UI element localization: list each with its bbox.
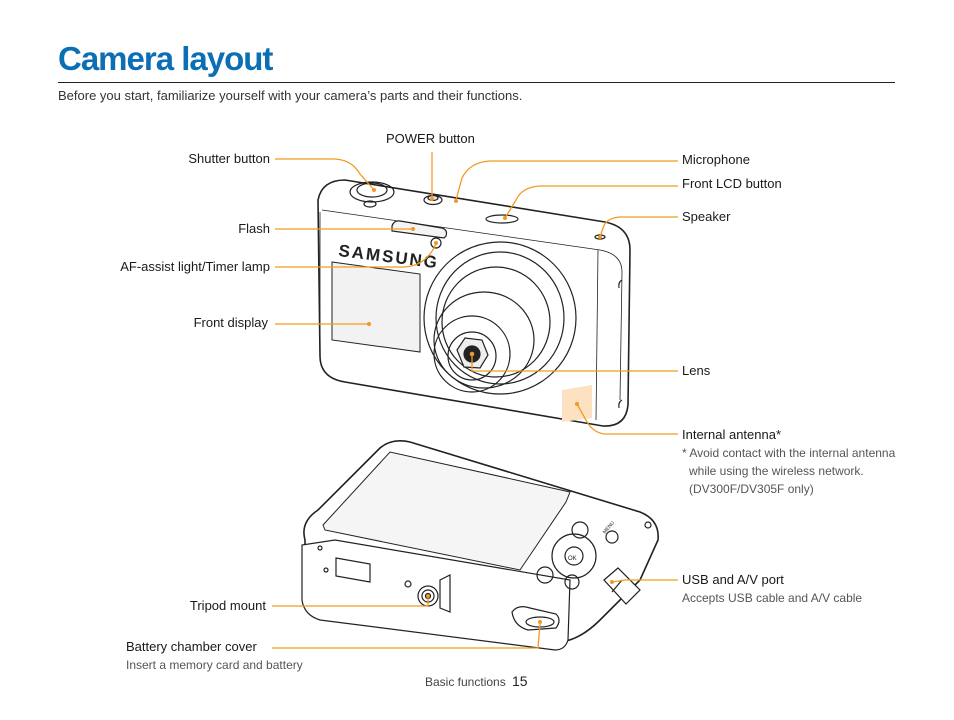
label-af-assist: AF-assist light/Timer lamp bbox=[120, 259, 270, 274]
label-battery-chamber: Battery chamber cover bbox=[126, 639, 257, 654]
title-divider bbox=[58, 82, 895, 83]
battery-note: Insert a memory card and battery bbox=[126, 658, 303, 672]
label-lens: Lens bbox=[682, 363, 711, 378]
label-internal-antenna: Internal antenna* bbox=[682, 427, 782, 442]
antenna-note-line-3: (DV300F/DV305F only) bbox=[689, 482, 814, 496]
leader-lines bbox=[272, 152, 678, 649]
ok-button-label: OK bbox=[568, 556, 577, 562]
antenna-note-line-2: while using the wireless network. bbox=[689, 464, 864, 478]
intro-text: Before you start, familiarize yourself w… bbox=[58, 88, 523, 103]
footer-section: Basic functions bbox=[425, 675, 506, 689]
label-front-display: Front display bbox=[193, 315, 268, 330]
label-shutter-button: Shutter button bbox=[188, 151, 270, 166]
label-usb-port: USB and A/V port bbox=[682, 572, 784, 587]
camera-back bbox=[301, 440, 659, 651]
label-power-button: POWER button bbox=[386, 131, 475, 146]
camera-front bbox=[317, 179, 631, 427]
page-title: Camera layout bbox=[58, 40, 273, 77]
label-microphone: Microphone bbox=[682, 152, 750, 167]
label-front-lcd-button: Front LCD button bbox=[682, 176, 782, 191]
label-flash: Flash bbox=[238, 221, 270, 236]
leader-dots bbox=[367, 188, 614, 624]
antenna-note-line-1: * Avoid contact with the internal antenn… bbox=[682, 446, 896, 460]
footer-page-number: 15 bbox=[512, 673, 528, 689]
label-speaker: Speaker bbox=[682, 209, 731, 224]
label-tripod-mount: Tripod mount bbox=[189, 598, 266, 613]
usb-note: Accepts USB cable and A/V cable bbox=[682, 591, 863, 605]
